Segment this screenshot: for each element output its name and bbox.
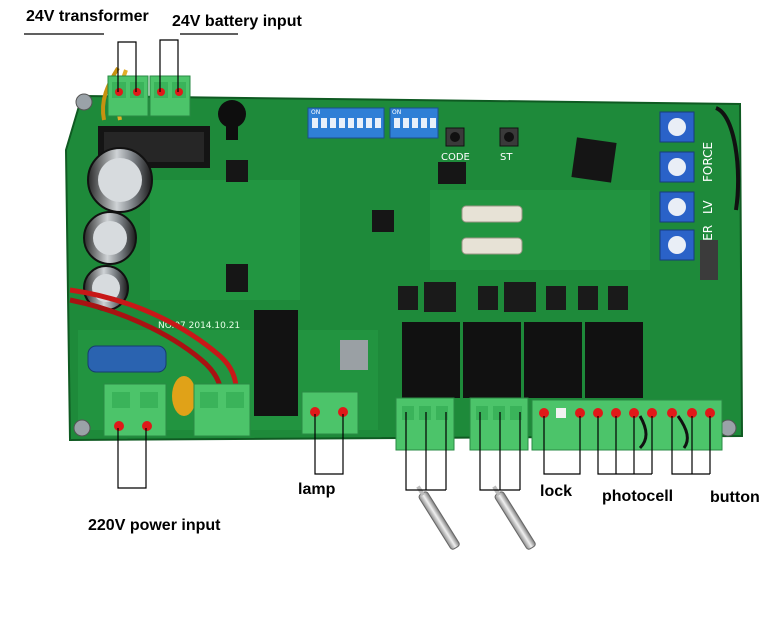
terminal-motor-supply: [193, 383, 251, 437]
terminal-lamp: [301, 391, 359, 435]
mounting-hole: [75, 93, 93, 111]
lv-label: LV: [701, 200, 715, 214]
buzzer: [218, 100, 246, 128]
choke: [172, 376, 196, 416]
terminal-motor-2: [469, 397, 529, 451]
dip-switch-left: ON: [307, 107, 385, 139]
power-resistor: [461, 205, 523, 223]
terminal-transformer: [107, 75, 149, 117]
dip-on-label: ON: [311, 109, 320, 116]
terminal-motor-1: [395, 397, 455, 451]
ic-chip: [226, 160, 248, 182]
terminal-controls: [531, 399, 723, 451]
label-24v-battery-input: 24V battery input: [172, 13, 302, 30]
dip-switch-right: ON: [389, 107, 439, 139]
board-date: NO.07 2014.10.21: [158, 321, 240, 331]
dip-on-label: ON: [392, 109, 401, 116]
pcb-trace-area: [150, 180, 300, 300]
terminal-battery: [149, 75, 191, 117]
label-lock: lock: [540, 483, 573, 500]
label-button: button: [710, 489, 760, 506]
ic-chip: [438, 162, 466, 184]
label-220v-power-input: 220V power input: [88, 517, 221, 534]
pcb-trace-area: [430, 190, 650, 270]
jumper-wire: [638, 415, 648, 450]
power-resistor: [461, 237, 523, 255]
transistor-row: [398, 282, 628, 312]
label-photocell: photocell: [602, 488, 674, 505]
test-probe: [416, 485, 460, 550]
capacitor-group: [83, 147, 153, 311]
cable: [714, 106, 741, 211]
transformer-wire: [101, 66, 120, 121]
ic-chip: [226, 264, 248, 292]
relay-group: [402, 322, 643, 398]
code-label: CODE: [441, 152, 470, 163]
terminal-power: [103, 383, 167, 437]
microcontroller: [571, 137, 617, 183]
mounting-hole: [73, 419, 91, 437]
callout-lines: [24, 33, 711, 491]
trimmer-group: [659, 111, 695, 261]
force-label: FORCE: [701, 142, 715, 182]
ic-chip: [372, 210, 394, 232]
jumper-wire: [676, 415, 689, 449]
label-24v-transformer: 24V transformer: [26, 8, 149, 25]
test-probe: [492, 485, 536, 550]
x-capacitor: [87, 345, 167, 373]
label-lamp: lamp: [298, 481, 336, 498]
st-label: ST: [500, 152, 513, 163]
main-relay: [254, 310, 298, 416]
